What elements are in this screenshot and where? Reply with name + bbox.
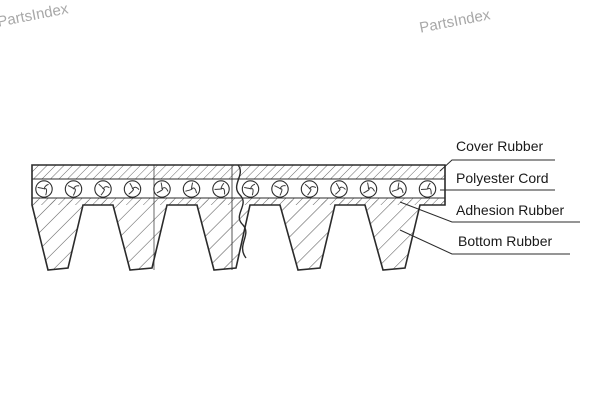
cord-circle: [241, 180, 260, 198]
cord-circle: [300, 180, 319, 198]
cover-rubber-band: [32, 165, 445, 179]
cord-layer: [32, 179, 445, 198]
cord-circle: [153, 180, 171, 198]
cord-circle: [182, 180, 201, 198]
label-polyester-cord: Polyester Cord: [456, 170, 549, 186]
polyester-cords: [35, 180, 437, 198]
cord-circle: [271, 180, 289, 198]
cord-circle: [94, 180, 112, 198]
cord-circle: [418, 180, 437, 198]
cord-circle: [330, 180, 348, 198]
label-cover-rubber: Cover Rubber: [456, 138, 543, 154]
cord-circle: [389, 180, 407, 198]
leader-lines: [399, 159, 580, 255]
cord-circle: [35, 180, 53, 198]
cord-circle: [212, 180, 230, 198]
cord-circle: [359, 180, 378, 198]
label-bottom-rubber: Bottom Rubber: [458, 233, 552, 249]
label-adhesion-rubber: Adhesion Rubber: [456, 202, 565, 218]
belt-outline: [31, 164, 446, 271]
cord-circle: [123, 180, 142, 198]
adhesion-rubber-band: [32, 198, 445, 205]
cord-circle: [64, 180, 83, 198]
break-line: [235, 164, 247, 259]
